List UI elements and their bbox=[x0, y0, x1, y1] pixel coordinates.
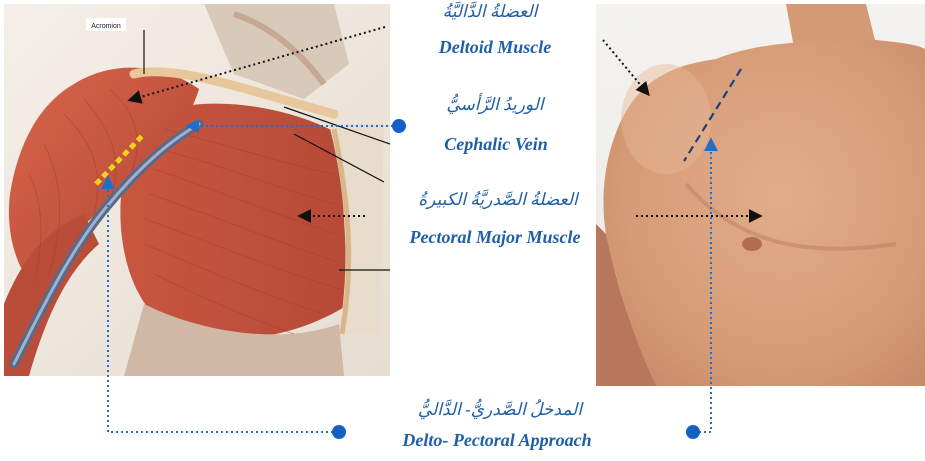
approach-dot-left bbox=[332, 425, 346, 439]
deltoid-label-en: Deltoid Muscle bbox=[365, 37, 625, 58]
cephalic-label-en: Cephalic Vein bbox=[366, 134, 626, 155]
nipple bbox=[742, 237, 762, 251]
approach-dot-right bbox=[686, 425, 700, 439]
approach-label-en: Delto- Pectoral Approach bbox=[367, 430, 627, 451]
approach-label-ar: المدخلُ الصَّدريُّ- الدَّاليُّ bbox=[370, 400, 630, 420]
shoulder-photo bbox=[596, 4, 925, 386]
acromion-label: Acromion bbox=[91, 23, 121, 30]
cephalic-dot bbox=[392, 119, 406, 133]
cephalic-label-ar: الوريدُ الرَّأسيُّ bbox=[365, 95, 625, 115]
deltoid-label-ar: العضلةُ الدَّاليَّةُ bbox=[360, 2, 620, 22]
pectoral-label-en: Pectoral Major Muscle bbox=[365, 227, 625, 248]
pectoral-label-ar: العضلةُ الصَّدريَّةُ الكبيرةُ bbox=[368, 190, 628, 210]
anatomy-illustration: Acromion bbox=[4, 4, 390, 376]
